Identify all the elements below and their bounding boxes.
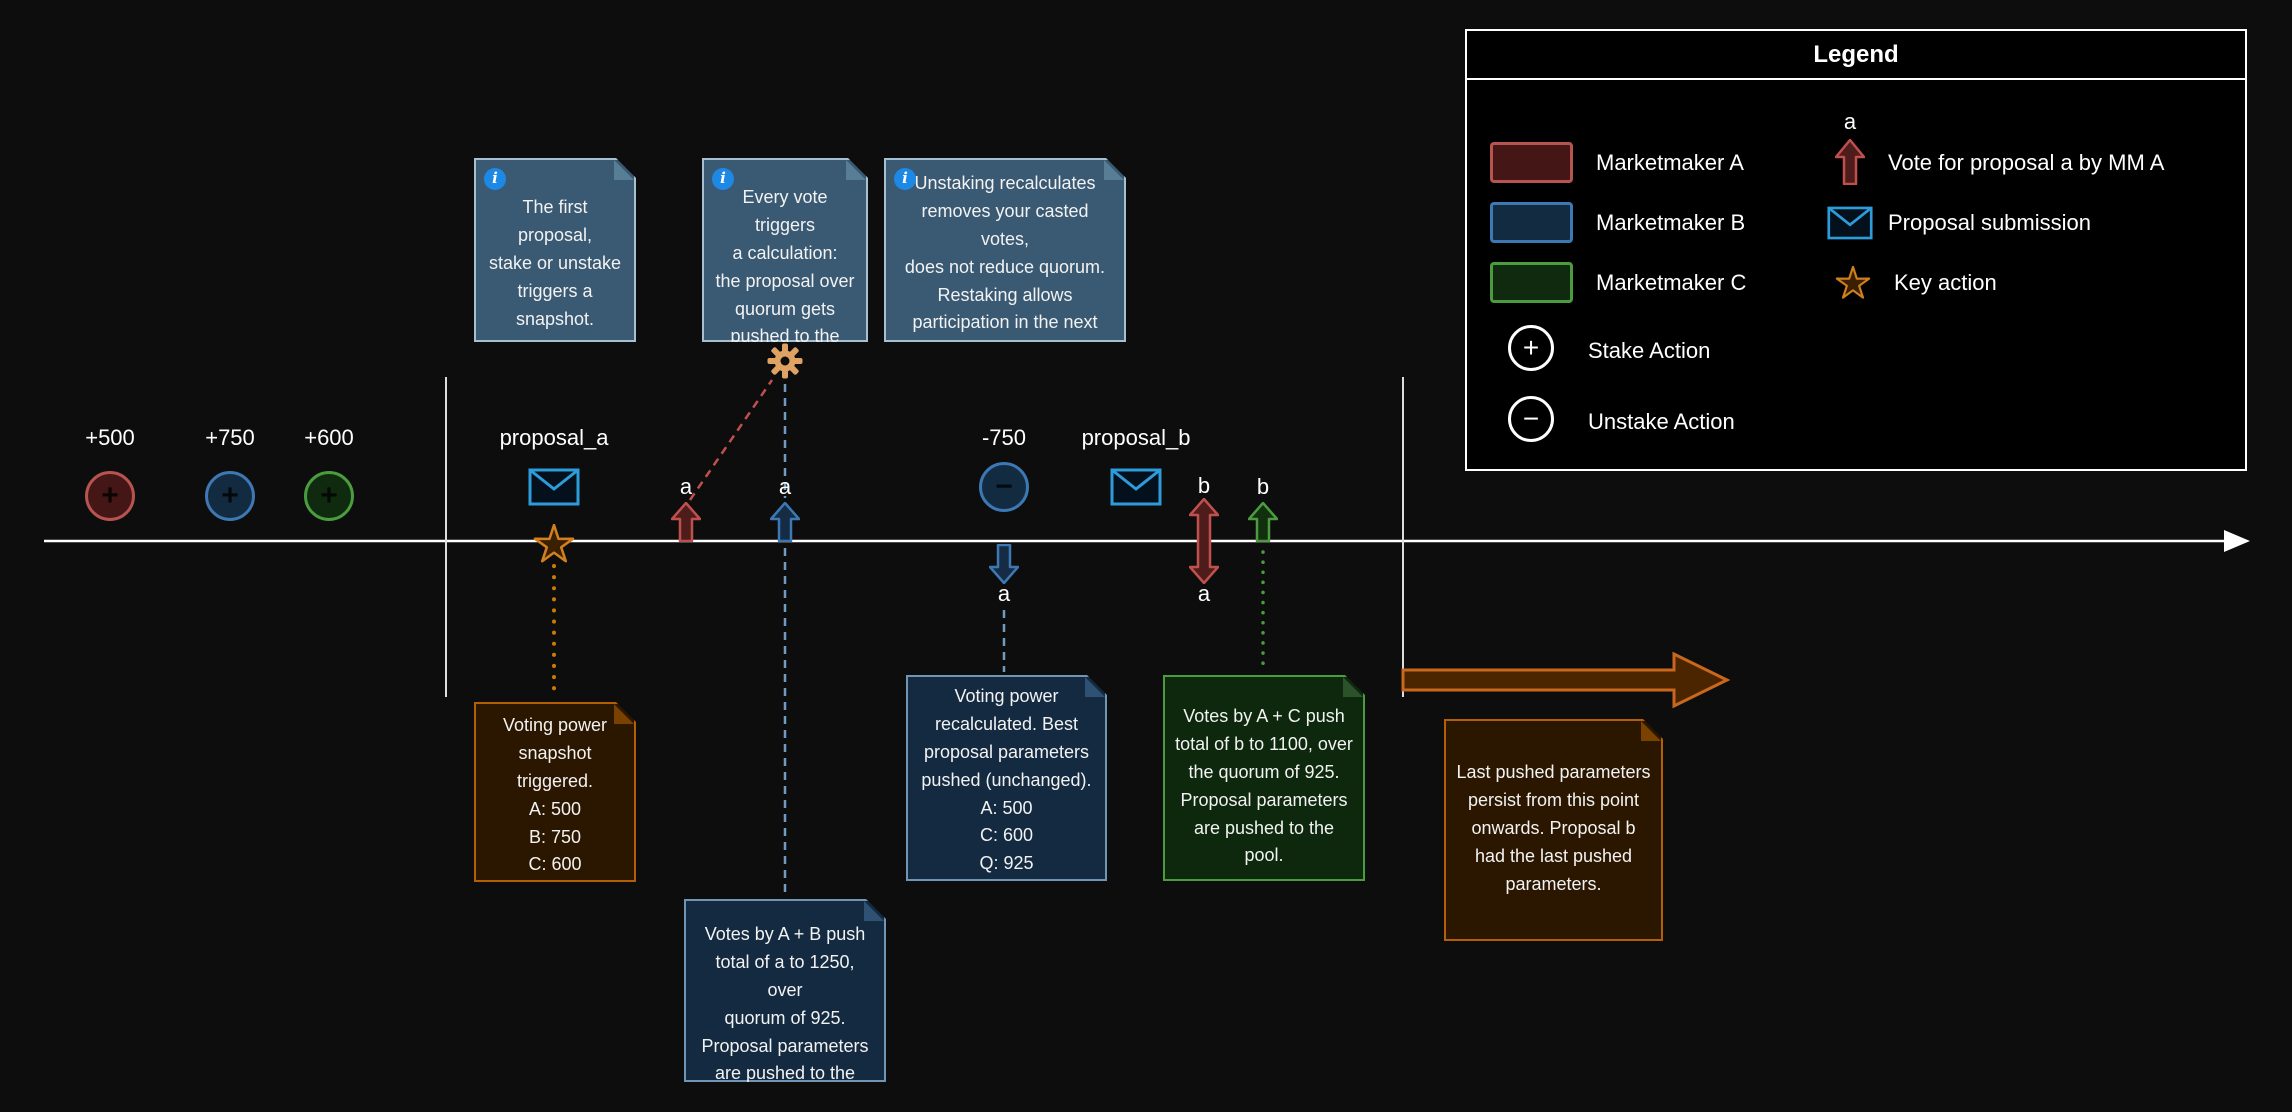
legend-proposal-envelope-icon bbox=[1827, 206, 1873, 240]
revote-new-vote-label: b bbox=[1197, 473, 1211, 498]
revote-mma-double-arrow-icon bbox=[1189, 498, 1219, 584]
note-push-proposal-b: Votes by A + C push total of b to 1100, … bbox=[1163, 675, 1365, 881]
vote-a-mmb-label: a bbox=[778, 474, 792, 499]
stake-action-mma-icon: + bbox=[85, 471, 135, 521]
legend-unstake-action-icon: − bbox=[1508, 396, 1554, 442]
note-push-proposal-a: Votes by A + B push total of a to 1250, … bbox=[684, 899, 886, 1082]
legend-label-vote: Vote for proposal a by MM A bbox=[1888, 150, 2165, 175]
unstake-action-mmb-icon: − bbox=[979, 462, 1029, 512]
plus-icon: + bbox=[1522, 332, 1540, 363]
legend-swatch-marketmaker-b bbox=[1490, 202, 1573, 243]
key-action-star-icon bbox=[533, 524, 575, 563]
proposal-a-label: proposal_a bbox=[499, 425, 609, 450]
legend-label-marketmaker-c: Marketmaker C bbox=[1596, 270, 1747, 295]
info-glyph: i bbox=[720, 169, 726, 188]
info-note-unstaking: i Unstaking recalculates removes your ca… bbox=[884, 158, 1126, 342]
plus-icon: + bbox=[101, 479, 119, 512]
unstake-vote-removed-arrow-icon bbox=[989, 544, 1019, 584]
legend-label-stake-action: Stake Action bbox=[1588, 338, 1711, 363]
note-text: Voting power snapshot triggered. A: 500 … bbox=[502, 715, 608, 903]
unstake-amount-mmb: -750 bbox=[981, 425, 1027, 450]
legend-label-key-action: Key action bbox=[1894, 270, 1997, 295]
info-icon: i bbox=[484, 168, 506, 190]
info-glyph: i bbox=[492, 169, 498, 188]
gear-icon bbox=[767, 343, 803, 379]
legend-stake-action-icon: + bbox=[1508, 325, 1554, 371]
info-glyph: i bbox=[902, 169, 908, 188]
note-text: Last pushed parameters persist from this… bbox=[1456, 762, 1651, 894]
info-note-vote-calculation: i Every vote triggers a calculation: the… bbox=[702, 158, 868, 342]
info-note-text: Every vote triggers a calculation: the p… bbox=[715, 187, 855, 347]
note-text: Votes by A + C push total of b to 1100, … bbox=[1175, 706, 1353, 866]
legend-vote-arrow-icon bbox=[1835, 139, 1865, 185]
stake-amount-mmb: +750 bbox=[205, 425, 255, 450]
legend-key-action-star-icon bbox=[1835, 266, 1871, 299]
legend-swatch-marketmaker-c bbox=[1490, 262, 1573, 303]
stake-amount-mma: +500 bbox=[85, 425, 135, 450]
plus-icon: + bbox=[221, 479, 239, 512]
note-voting-power-snapshot: Voting power snapshot triggered. A: 500 … bbox=[474, 702, 636, 882]
legend-label-proposal: Proposal submission bbox=[1888, 210, 2091, 235]
legend-panel: Legend Marketmaker A Marketmaker B Marke… bbox=[1465, 29, 2247, 471]
legend-label-marketmaker-b: Marketmaker B bbox=[1596, 210, 1746, 235]
minus-icon: − bbox=[1522, 403, 1540, 434]
vote-b-mmc-label: b bbox=[1256, 474, 1270, 499]
legend-header: Legend bbox=[1467, 31, 2245, 80]
plus-icon: + bbox=[320, 479, 338, 512]
minus-icon: − bbox=[995, 470, 1013, 503]
timeline-arrowhead-icon bbox=[2224, 530, 2250, 552]
info-icon: i bbox=[894, 168, 916, 190]
stake-action-mmc-icon: + bbox=[304, 471, 354, 521]
legend-label-unstake-action: Unstake Action bbox=[1588, 409, 1735, 434]
revote-removed-vote-label: a bbox=[1197, 581, 1211, 606]
note-text: Voting power recalculated. Best proposal… bbox=[921, 686, 1092, 874]
proposal-b-label: proposal_b bbox=[1081, 425, 1191, 450]
legend-swatch-marketmaker-a bbox=[1490, 142, 1573, 183]
info-note-text: Unstaking recalculates removes your cast… bbox=[904, 173, 1106, 361]
connector-vote-to-gear-dashed bbox=[688, 379, 774, 501]
unstake-removed-vote-label: a bbox=[997, 581, 1011, 606]
vote-b-mmc-arrow-icon bbox=[1248, 502, 1278, 542]
persist-forward-arrow bbox=[1401, 651, 1731, 709]
info-note-snapshot-trigger: i The first proposal, stake or unstake t… bbox=[474, 158, 636, 342]
vote-a-mmb-arrow-icon bbox=[770, 502, 800, 542]
legend-vote-letter: a bbox=[1843, 109, 1857, 134]
stake-action-mmb-icon: + bbox=[205, 471, 255, 521]
info-icon: i bbox=[712, 168, 734, 190]
legend-title: Legend bbox=[1813, 40, 1899, 68]
legend-label-marketmaker-a: Marketmaker A bbox=[1596, 150, 1744, 175]
stake-amount-mmc: +600 bbox=[304, 425, 354, 450]
note-voting-power-recalculated: Voting power recalculated. Best proposal… bbox=[906, 675, 1107, 881]
vote-a-mma-arrow-icon bbox=[671, 502, 701, 542]
info-note-text: The first proposal, stake or unstake tri… bbox=[488, 197, 622, 329]
proposal-a-envelope-icon bbox=[528, 468, 580, 506]
proposal-b-envelope-icon bbox=[1110, 468, 1162, 506]
note-parameters-persist: Last pushed parameters persist from this… bbox=[1444, 719, 1663, 941]
vote-a-mma-label: a bbox=[679, 474, 693, 499]
